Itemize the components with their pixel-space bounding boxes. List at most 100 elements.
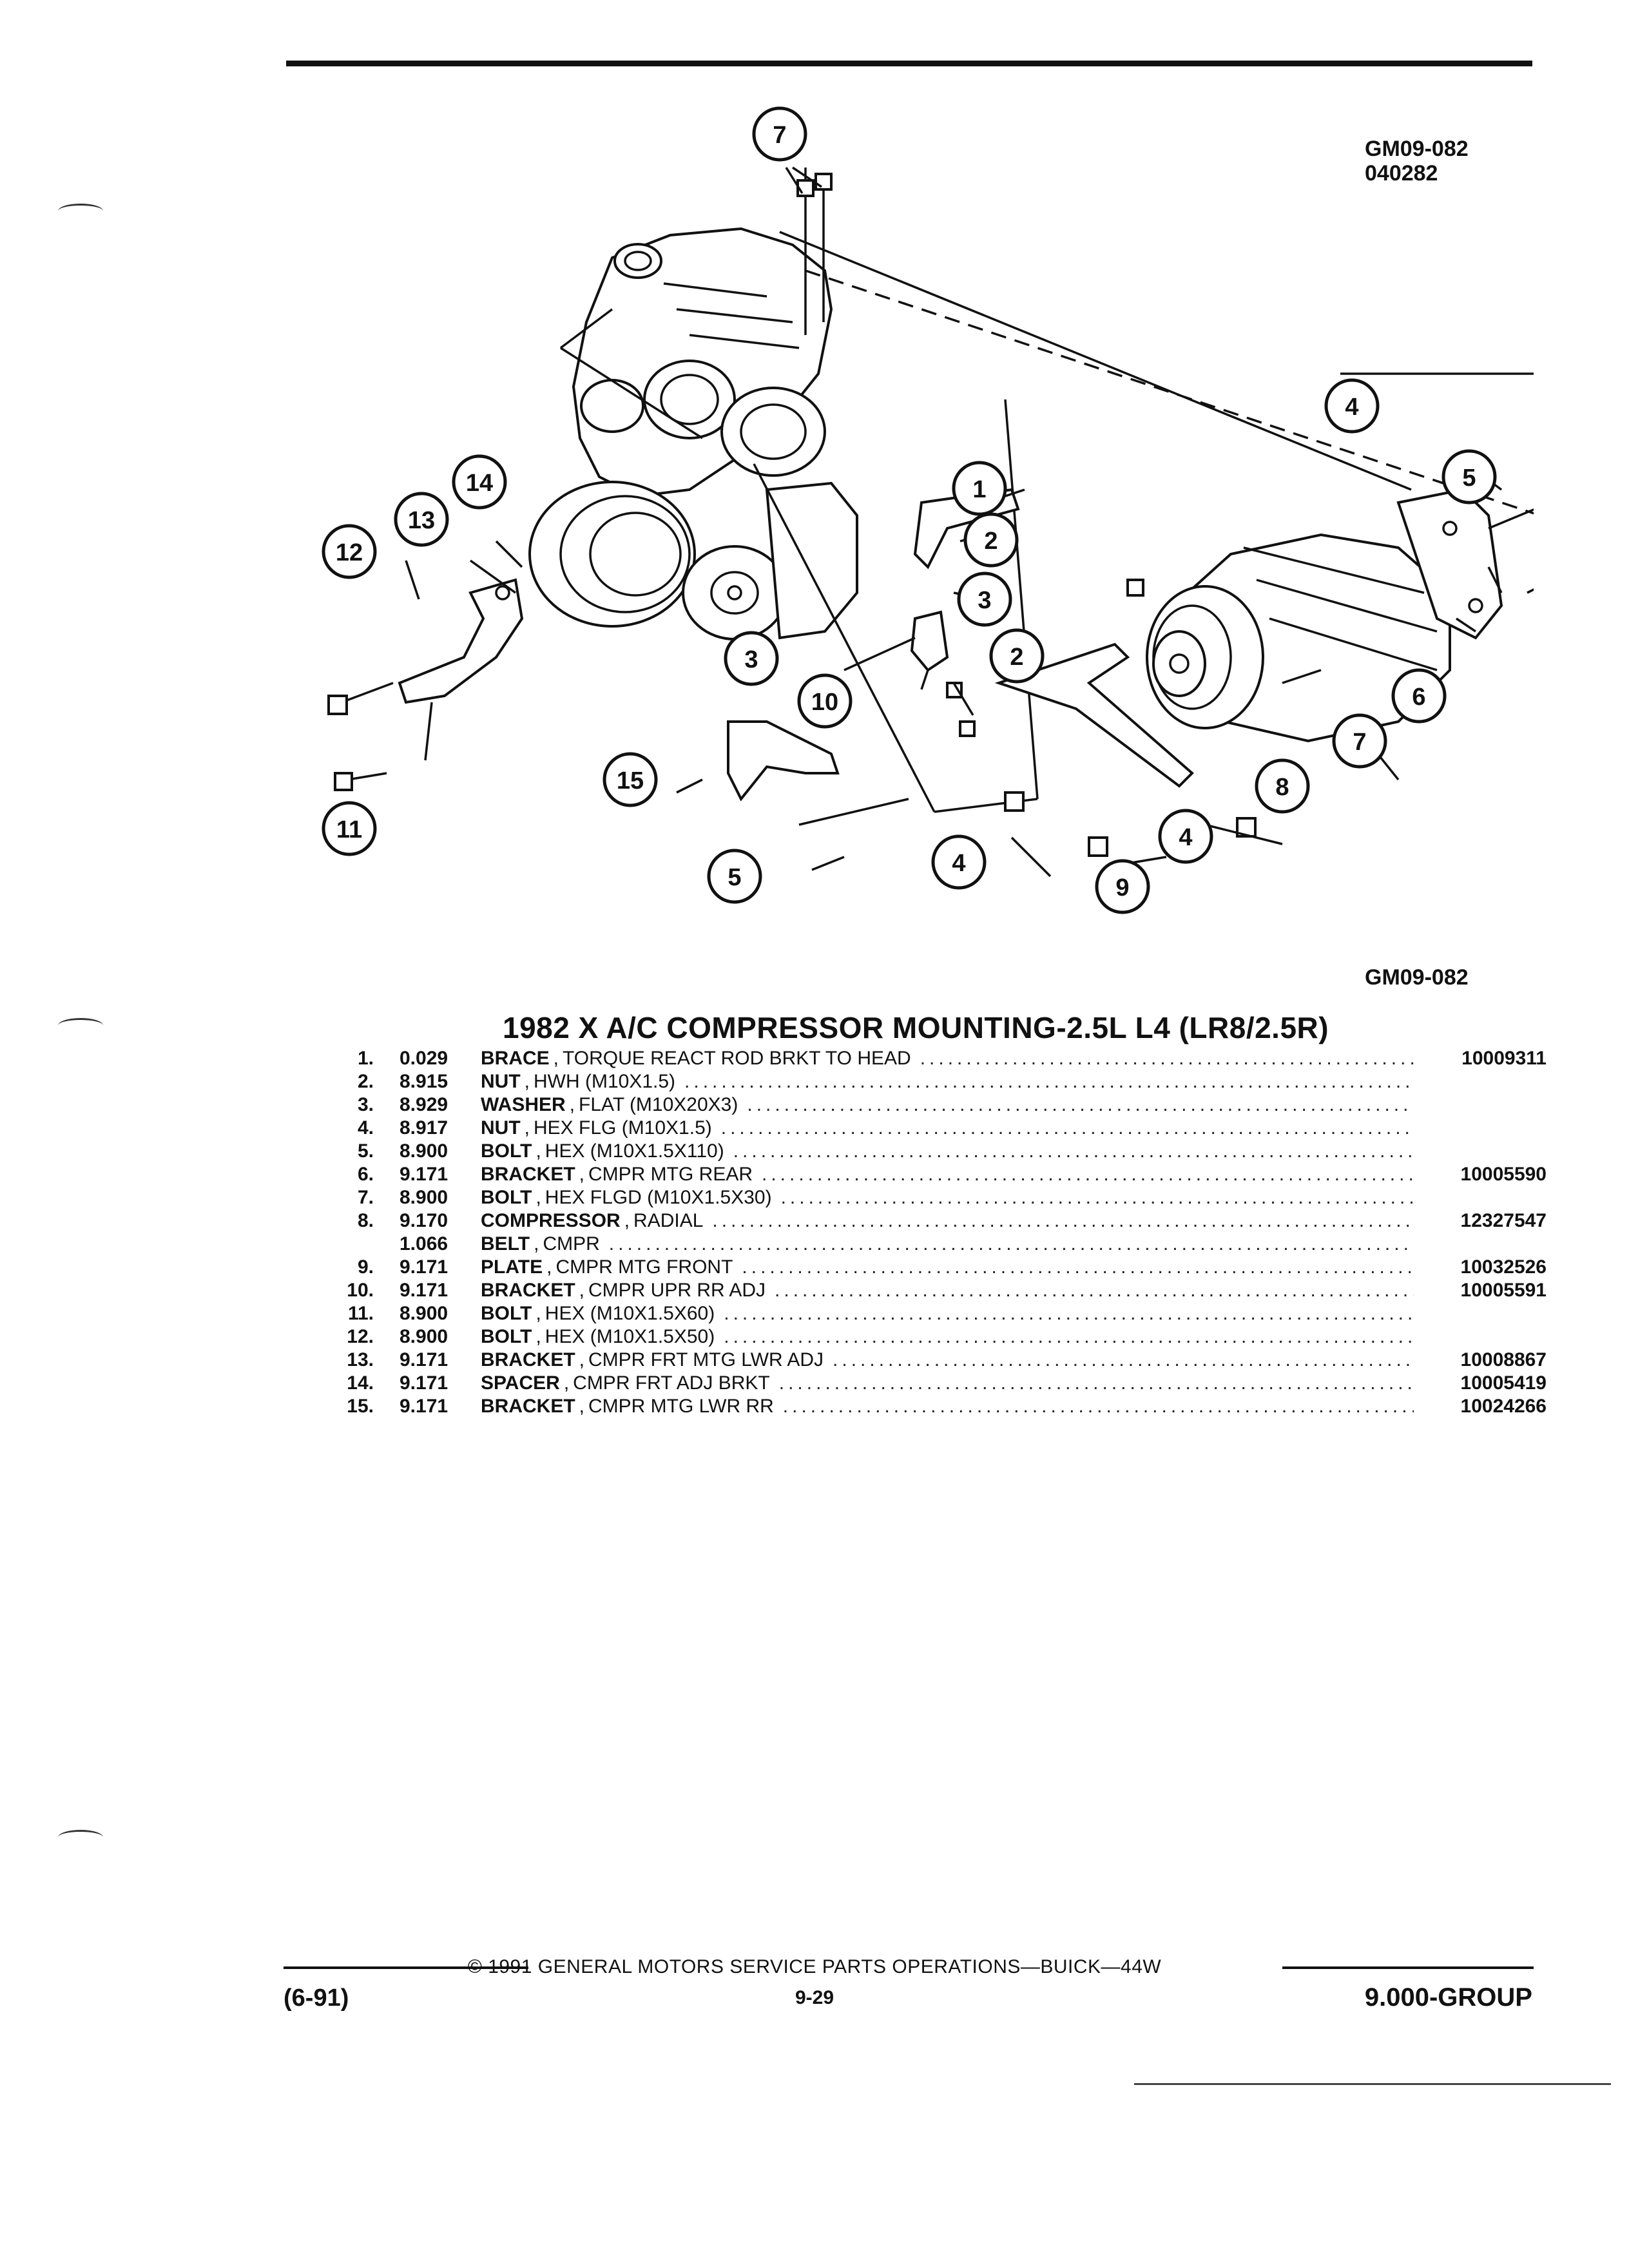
item-number: 14. (347, 1372, 374, 1394)
callout-11: 11 (322, 801, 377, 856)
item-number: 15. (347, 1396, 374, 1417)
svg-text:4: 4 (1179, 824, 1192, 851)
separator: , (524, 1071, 530, 1092)
leader-dots: ........................................… (920, 1048, 1414, 1069)
callout-12: 12 (322, 524, 377, 579)
leader-dots: ........................................… (733, 1140, 1414, 1162)
footer-copyright: © 1991 GENERAL MOTORS SERVICE PARTS OPER… (467, 1956, 1162, 1977)
part-description: FLAT (M10X20X3) (579, 1094, 738, 1115)
part-name: BRACE (481, 1048, 550, 1069)
svg-text:1: 1 (972, 476, 986, 503)
part-name: NUT (481, 1117, 521, 1139)
leader-dots: ........................................… (724, 1326, 1414, 1347)
separator: , (579, 1396, 585, 1417)
part-description: CMPR (543, 1233, 600, 1254)
front-plate-illustration (994, 642, 1194, 788)
callout-5-right: 5 (1441, 449, 1497, 505)
leader-dots: ........................................… (833, 1349, 1414, 1370)
group-number: 8.900 (400, 1187, 448, 1208)
separator: , (553, 1048, 559, 1069)
part-description: HEX (M10X1.5X50) (545, 1326, 715, 1347)
item-number: 9. (357, 1256, 374, 1278)
leader-dots: ........................................… (608, 1233, 1414, 1254)
svg-text:6: 6 (1412, 684, 1425, 711)
item-number: 10. (347, 1280, 374, 1301)
footer-date-code: (6-91) (284, 1984, 349, 2012)
group-number: 9.171 (400, 1396, 448, 1417)
svg-text:10: 10 (811, 689, 838, 716)
part-name: BRACKET (481, 1396, 575, 1417)
separator: , (563, 1372, 570, 1394)
group-number: 9.171 (400, 1280, 448, 1301)
engine-block-illustration (572, 227, 833, 498)
separator: , (579, 1349, 585, 1370)
leader-dots: ........................................… (720, 1117, 1414, 1139)
part-number: 10005590 (1460, 1164, 1547, 1185)
callout-4-lower-right: 4 (1158, 809, 1213, 864)
part-name: BELT (481, 1233, 530, 1254)
svg-text:7: 7 (1353, 729, 1366, 756)
svg-text:2: 2 (984, 528, 998, 555)
margin-mark (58, 204, 103, 218)
callout-3-upper: 3 (957, 572, 1012, 627)
footer-rule-right (1282, 1966, 1534, 1969)
part-description: CMPR MTG FRONT (555, 1256, 733, 1278)
part-number: 10005591 (1460, 1280, 1547, 1301)
callout-2-lower: 2 (989, 628, 1045, 684)
separator: , (535, 1326, 541, 1347)
part-description: RADIAL (633, 1210, 704, 1231)
part-description: CMPR UPR RR ADJ (588, 1280, 766, 1301)
scan-edge-line (1134, 2083, 1611, 2085)
leader-dots: ........................................… (684, 1071, 1414, 1092)
separator: , (534, 1233, 539, 1254)
svg-text:11: 11 (336, 816, 362, 843)
part-description: HWH (M10X1.5) (534, 1071, 676, 1092)
part-description: CMPR MTG LWR RR (588, 1396, 774, 1417)
callout-1: 1 (952, 461, 1007, 516)
group-number: 8.900 (400, 1326, 448, 1347)
part-description: HEX FLG (M10X1.5) (534, 1117, 712, 1139)
leader-dots: ........................................… (712, 1210, 1414, 1231)
part-description: TORQUE REACT ROD BRKT TO HEAD (563, 1048, 911, 1069)
group-number: 8.929 (400, 1094, 448, 1115)
svg-text:7: 7 (773, 122, 786, 149)
part-name: BOLT (481, 1140, 532, 1162)
part-name: BRACKET (481, 1164, 575, 1185)
group-number: 9.171 (400, 1256, 448, 1278)
callout-7-right: 7 (1332, 713, 1387, 769)
part-name: WASHER (481, 1094, 566, 1115)
separator: , (579, 1164, 585, 1185)
part-description: CMPR FRT MTG LWR ADJ (588, 1349, 824, 1370)
separator: , (535, 1140, 541, 1162)
part-description: CMPR FRT ADJ BRKT (573, 1372, 770, 1394)
fasteners-illustration (327, 168, 1534, 857)
part-name: BOLT (481, 1187, 532, 1208)
separator: , (524, 1117, 530, 1139)
footer-page-number: 9-29 (795, 1987, 834, 2008)
group-number: 8.900 (400, 1140, 448, 1162)
group-number: 9.171 (400, 1349, 448, 1370)
diagram-bottom-code: GM09-082 (1365, 965, 1469, 990)
item-number: 12. (347, 1326, 374, 1347)
separator: , (569, 1094, 575, 1115)
exploded-parts-diagram: 7 1 2 3 2 3 10 4 5 6 7 8 4 9 4 5 15 11 1… (322, 106, 1534, 914)
leader-dots: ........................................… (775, 1280, 1414, 1301)
group-number: 8.917 (400, 1117, 448, 1139)
figure-date: 040282 (1365, 161, 1438, 186)
svg-text:12: 12 (336, 539, 363, 566)
part-description: HEX (M10X1.5X110) (545, 1140, 724, 1162)
part-name: BRACKET (481, 1280, 575, 1301)
part-description: CMPR MTG REAR (588, 1164, 753, 1185)
leader-dots: ........................................… (782, 1396, 1414, 1417)
item-number: 13. (347, 1349, 374, 1370)
